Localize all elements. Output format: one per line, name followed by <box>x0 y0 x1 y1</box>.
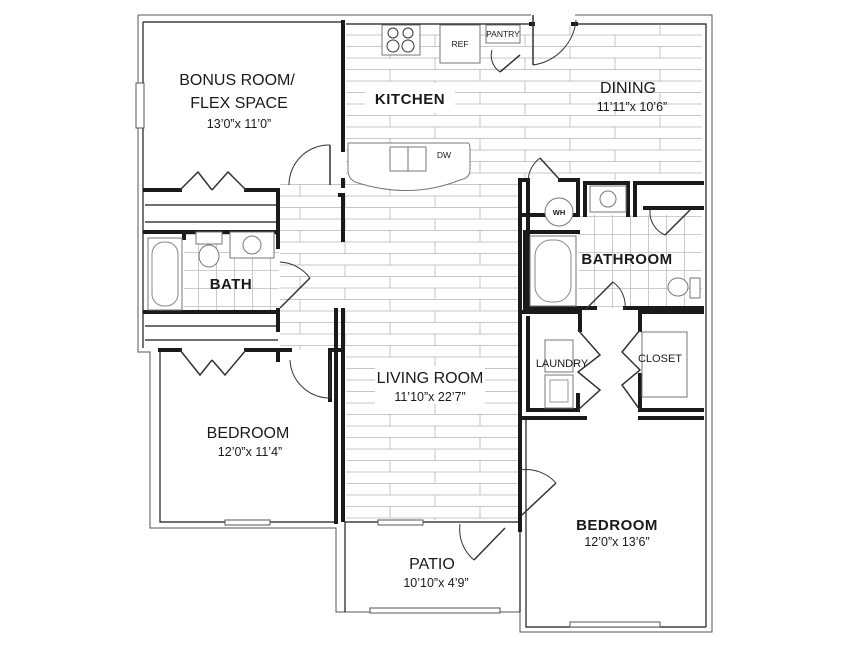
water-heater-label: WH <box>553 208 566 217</box>
refrigerator-label: REF <box>452 39 469 49</box>
kitchen-name: KITCHEN <box>375 91 445 108</box>
patio-name: PATIO <box>409 556 455 573</box>
window-bonus-room <box>135 82 145 129</box>
bedroom-1-dimensions: 12’0”x 11’4” <box>218 445 282 459</box>
living-room-dimensions: 11’10”x 22’7” <box>394 390 465 404</box>
window-living-room <box>377 519 424 526</box>
dishwasher-label: DW <box>437 150 451 160</box>
bathroom-toilet-icon <box>667 277 689 297</box>
laundry-name: LAUNDRY <box>536 358 589 370</box>
living-floor <box>346 180 520 520</box>
range-icon <box>381 24 421 56</box>
refrigerator-icon <box>439 24 481 64</box>
windows <box>135 82 661 628</box>
bedroom-2-dimensions: 12’0”x 13’6” <box>584 535 649 549</box>
doors <box>179 15 691 561</box>
washer-icon <box>544 339 574 373</box>
window-bedroom-2 <box>569 621 661 628</box>
floor-areas <box>184 25 702 520</box>
closet-name: CLOSET <box>638 353 682 365</box>
bath-name: BATH <box>210 276 253 293</box>
living-room-name: LIVING ROOM <box>377 370 484 387</box>
bedroom-1-name: BEDROOM <box>207 425 290 442</box>
window-patio <box>369 607 501 614</box>
dining-dimensions: 11’11”x 10’6” <box>597 100 667 114</box>
bathroom-vanity <box>589 185 627 213</box>
dining-name: DINING <box>600 80 656 97</box>
patio-dimensions: 10’10”x 4’9” <box>403 576 468 590</box>
walls <box>142 20 707 628</box>
bathroom-tub-icon <box>529 235 577 307</box>
bonus-room-name-1: BONUS ROOM/ <box>179 72 295 89</box>
bath-tub-icon <box>147 237 183 311</box>
room-labels: BONUS ROOM/ FLEX SPACE 13’0”x 11’0” KITC… <box>179 72 682 590</box>
fixtures: REF PANTRY DW WH <box>147 24 701 409</box>
closet-shelf <box>641 331 688 398</box>
bathroom-name: BATHROOM <box>581 251 672 268</box>
pantry-label: PANTRY <box>486 29 520 39</box>
bedroom-2-name: BEDROOM <box>576 517 658 534</box>
water-heater-icon <box>544 197 574 227</box>
bonus-room-name-2: FLEX SPACE <box>190 95 288 112</box>
bonus-room-dimensions: 13’0”x 11’0” <box>207 117 271 131</box>
window-bedroom-1 <box>224 519 271 526</box>
pantry-icon <box>485 24 521 44</box>
bath-toilet-icon <box>198 244 220 268</box>
bath-toilet-tank <box>195 231 223 245</box>
